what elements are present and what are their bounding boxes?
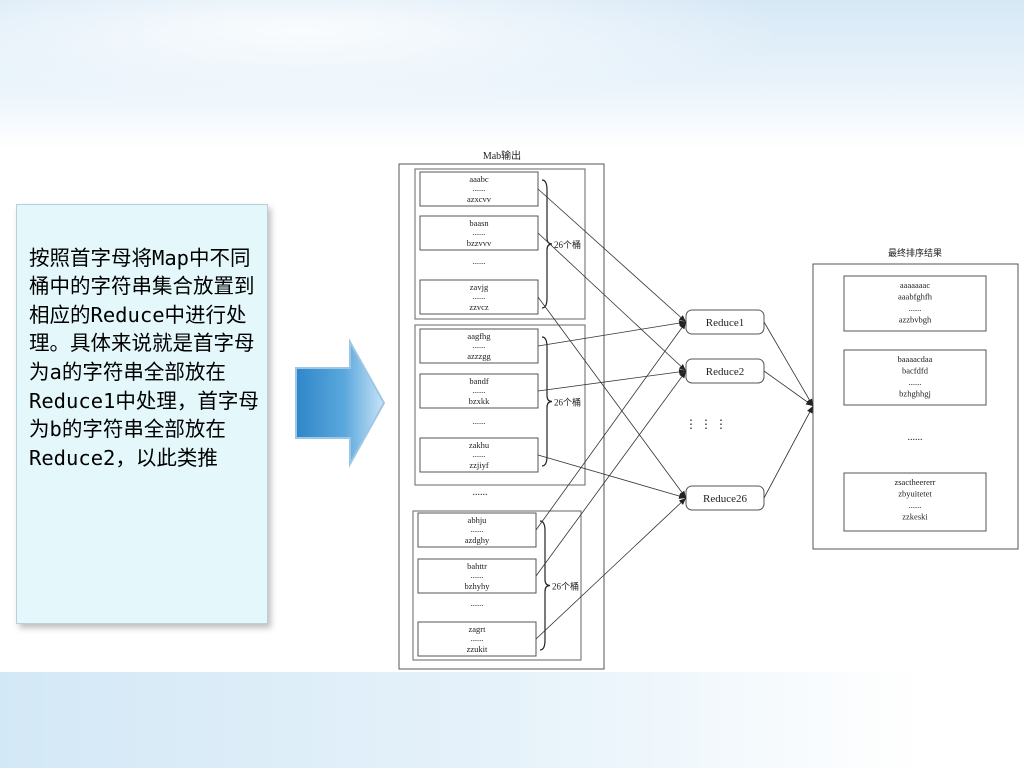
edges (535, 188, 814, 640)
map-group-frame (412, 510, 582, 661)
bucket-box (417, 512, 537, 548)
bucket-box (419, 437, 539, 473)
result-line: zbyuitetet (898, 489, 932, 499)
bucket-dots: ...... (473, 340, 486, 350)
bucket-first-key: zakhu (469, 440, 490, 450)
bucket-box (419, 171, 539, 207)
curly-brace (539, 520, 551, 651)
right-arrow-icon (295, 338, 386, 468)
map-output-title: Mab输出 (483, 149, 521, 162)
map-output-frame (398, 163, 605, 670)
result-box (843, 349, 987, 406)
edge (763, 405, 814, 499)
bucket-dots: ...... (471, 570, 484, 580)
bucket-last-key: azdghy (465, 535, 490, 545)
bucket-box (417, 621, 537, 657)
bucket-last-key: bzhyhy (464, 581, 490, 591)
bucket-last-key: azzzgg (467, 351, 491, 361)
result-line: azzbvbgh (899, 315, 932, 325)
edge (537, 454, 687, 499)
bucket-first-key: zavjg (470, 282, 489, 292)
bucket-first-key: zagrt (469, 624, 487, 634)
bucket-first-key: abhju (468, 515, 488, 525)
reducer-label: Reduce2 (706, 366, 744, 378)
footer-band (0, 672, 1024, 768)
bucket-count-label: 26个桶 (554, 239, 581, 250)
result-line: ...... (909, 303, 922, 313)
header-background (0, 0, 1024, 150)
edge (763, 370, 814, 407)
result-line: aaabfghfh (898, 292, 933, 302)
result-title: 最终排序结果 (888, 247, 942, 258)
bucket-dots: ...... (473, 183, 486, 193)
bucket-dots: ...... (473, 385, 486, 395)
result-line: ...... (909, 500, 922, 510)
result-line: zzkeski (902, 512, 928, 522)
bucket-last-key: bzzvvv (467, 238, 492, 248)
result-gap-dots: ...... (908, 432, 923, 443)
edge (535, 370, 687, 577)
result-line: bacfdfd (902, 366, 929, 376)
group-gap-dots: ...... (473, 487, 488, 498)
bucket-gap-dots: ...... (471, 598, 484, 608)
bucket-dots: ...... (473, 449, 486, 459)
result-box (843, 275, 987, 332)
result-line: ...... (909, 377, 922, 387)
bucket-first-key: aagfhg (467, 331, 491, 341)
bucket-first-key: aaabc (469, 174, 489, 184)
sort-diagram: Mab输出 aaabc......azxcvvbaasn......bzzvvv… (398, 149, 1019, 670)
bucket-box (419, 373, 539, 409)
curly-brace (541, 336, 553, 467)
bucket-count-label: 26个桶 (554, 397, 581, 408)
result-line: baaaacdaa (898, 354, 933, 364)
bucket-first-key: baasn (469, 218, 489, 228)
bucket-box (419, 215, 539, 251)
result-line: zsactheererr (894, 477, 935, 487)
edge (537, 320, 687, 347)
bucket-first-key: bahttr (467, 561, 487, 571)
bucket-dots: ...... (471, 633, 484, 643)
result-line: aaaaaaac (900, 280, 930, 290)
edge (763, 321, 814, 407)
bucket-last-key: zzvcz (469, 302, 489, 312)
bucket-dots: ...... (473, 291, 486, 301)
bucket-last-key: azxcvv (467, 194, 492, 204)
explanation-text: 按照首字母将Map中不同桶中的字符串集合放置到相应的Reduce中进行处理。具体… (29, 245, 259, 470)
bucket-gap-dots: ...... (473, 416, 486, 426)
bucket-first-key: bandf (469, 376, 489, 386)
map-group-frame (414, 168, 586, 320)
edge (537, 296, 687, 499)
bucket-box (417, 558, 537, 594)
curly-brace (541, 179, 553, 309)
bucket-count-label: 26个桶 (552, 581, 579, 592)
bucket-last-key: zzjiyf (469, 460, 489, 470)
bucket-box (419, 279, 539, 315)
edge (535, 321, 687, 531)
reducer-label: Reduce26 (703, 493, 747, 505)
explanation-textbox: 按照首字母将Map中不同桶中的字符串集合放置到相应的Reduce中进行处理。具体… (16, 204, 268, 624)
bucket-last-key: zzukit (467, 644, 488, 654)
map-group-frame (414, 324, 586, 486)
reducer-label: Reduce1 (706, 317, 744, 329)
edge (537, 232, 687, 372)
reducer-gap-dots: ⋮ ⋮ ⋮ (685, 417, 727, 431)
result-boxes: aaaaaaac aaabfghfh...... azzbvbgh baaaacdaa… (843, 275, 987, 532)
bucket-last-key: bzxkk (469, 396, 491, 406)
bucket-gap-dots: ...... (473, 256, 486, 266)
result-box (843, 472, 987, 532)
bucket-dots: ...... (471, 524, 484, 534)
bucket-dots: ...... (473, 227, 486, 237)
map-groups: aaabc......azxcvvbaasn......bzzvvvzavjg.… (412, 168, 586, 661)
edge (535, 497, 687, 640)
result-line: bzhghhgj (899, 389, 931, 399)
edge (537, 368, 687, 392)
edge (537, 188, 687, 323)
